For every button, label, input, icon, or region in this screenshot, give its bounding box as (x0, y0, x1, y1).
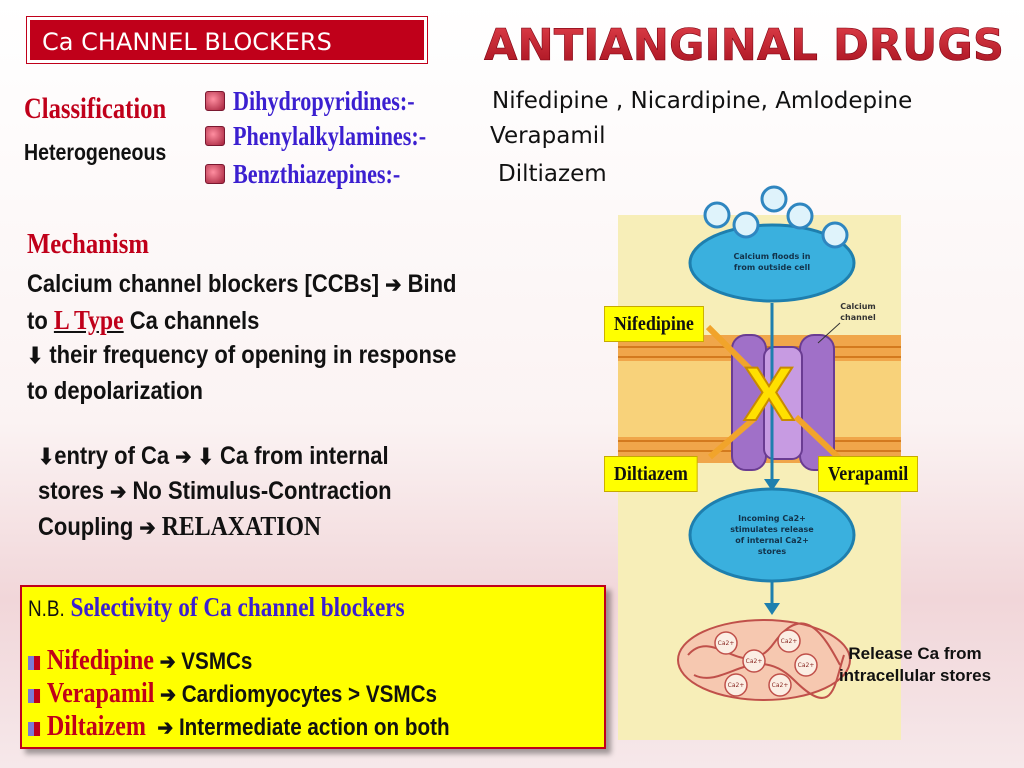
class-drugs: Diltiazem (498, 161, 607, 187)
top-bubble (688, 223, 856, 303)
svg-text:stores: stores (758, 547, 786, 556)
class-row-benzthiazepines: Benzthiazepines:- (205, 158, 437, 190)
figure-caption: Release Ca from intracellular stores (838, 644, 992, 685)
calcium-channel-diagram: Calcium floods in from outside cell Calc… (618, 185, 901, 740)
effect-line: Coupling ➔ RELAXATION (38, 511, 322, 541)
top-bubble-text: Calcium floods in (734, 252, 811, 261)
bullet-icon (205, 164, 225, 184)
class-label: Dihydropyridines:- (233, 85, 415, 116)
svg-text:of internal Ca2+: of internal Ca2+ (735, 536, 809, 545)
classification-subheading: Heterogeneous (24, 139, 167, 165)
svg-text:Ca2+: Ca2+ (746, 658, 763, 665)
arrow-right-icon: ➔ (139, 515, 156, 540)
bullet-icon (205, 126, 225, 146)
arrow-right-icon: ➔ (175, 444, 192, 469)
topic-text: Ca CHANNEL BLOCKERS (42, 28, 332, 56)
nb-heading: N.B. Selectivity of Ca channel blockers (28, 592, 405, 622)
svg-text:channel: channel (840, 313, 876, 322)
svg-text:Ca2+: Ca2+ (798, 662, 815, 669)
bottom-bubble-text: Incoming Ca2+ (738, 514, 806, 523)
arrow-down-icon: ⬇ (197, 444, 214, 469)
classification-heading: Classification (24, 92, 167, 125)
bullet-icon (205, 91, 225, 111)
effect-line: ⬇entry of Ca ➔ ⬇ Ca from internal (38, 442, 389, 470)
bullet-icon (28, 688, 41, 703)
svg-text:from outside cell: from outside cell (734, 263, 810, 272)
mechanism-line: to depolarization (27, 377, 203, 405)
svg-text:Ca2+: Ca2+ (772, 682, 789, 689)
mechanism-heading: Mechanism (27, 228, 149, 260)
drug-binding-arrows (705, 324, 843, 462)
tag-nifedipine: Nifedipine (604, 306, 704, 342)
bottom-bubble (688, 487, 856, 583)
title-text: ANTIANGINAL DRUGS (484, 20, 1004, 71)
block-mark: X (744, 352, 795, 437)
svg-text:Ca2+: Ca2+ (781, 638, 798, 645)
mechanism-line: to L Type Ca channels (27, 305, 260, 335)
bullet-icon (28, 655, 41, 670)
svg-text:Ca2+: Ca2+ (728, 682, 745, 689)
svg-text:stimulates release: stimulates release (730, 525, 814, 534)
arrow-right-icon: ➔ (110, 479, 127, 504)
arrow-right-icon: ➔ (159, 649, 176, 674)
class-label: Benzthiazepines:- (233, 158, 401, 189)
nb-item: Verapamil ➔ Cardiomyocytes > VSMCs (28, 678, 437, 710)
class-label: Phenylalkylamines:- (233, 120, 427, 151)
arrow-down-icon: ⬇ (27, 343, 44, 368)
class-row-dihydropyridines: Dihydropyridines:- (205, 85, 455, 117)
mechanism-line: Calcium channel blockers [CCBs] ➔ Bind (27, 270, 457, 298)
tag-diltiazem: Diltiazem (604, 456, 698, 492)
effect-line: stores ➔ No Stimulus-Contraction (38, 477, 392, 505)
arrow-right-icon: ➔ (385, 272, 402, 297)
class-drugs: Nifedipine , Nicardipine, Amlodepine (492, 88, 913, 114)
bullet-icon (28, 721, 41, 736)
nb-item: Diltaizem ➔ Intermediate action on both (28, 711, 450, 743)
topic-banner: Ca CHANNEL BLOCKERS (27, 17, 427, 63)
calcium-ions (703, 185, 849, 249)
nb-item: Nifedipine ➔ VSMCs (28, 645, 252, 677)
selectivity-box (20, 585, 606, 749)
l-type-label: L Type (53, 305, 124, 335)
channel-label: Calcium (840, 302, 876, 311)
class-row-phenylalkylamines: Phenylalkylamines:- (205, 120, 469, 152)
svg-text:Ca2+: Ca2+ (718, 640, 735, 647)
relaxation-label: RELAXATION (161, 511, 322, 541)
internal-stores: Ca2+ Ca2+ Ca2+ Ca2+ Ca2+ Ca2+ (677, 619, 851, 701)
mechanism-line: ⬇ their frequency of opening in response (27, 341, 457, 369)
arrow-right-icon: ➔ (160, 682, 176, 707)
tag-verapamil: Verapamil (818, 456, 919, 492)
class-drugs: Verapamil (490, 123, 606, 149)
slide-title: ANTIANGINAL DRUGS ANTIANGINAL DRUGS (484, 20, 1005, 72)
arrow-down-icon: ⬇ (38, 444, 55, 469)
arrow-right-icon: ➔ (157, 715, 174, 740)
